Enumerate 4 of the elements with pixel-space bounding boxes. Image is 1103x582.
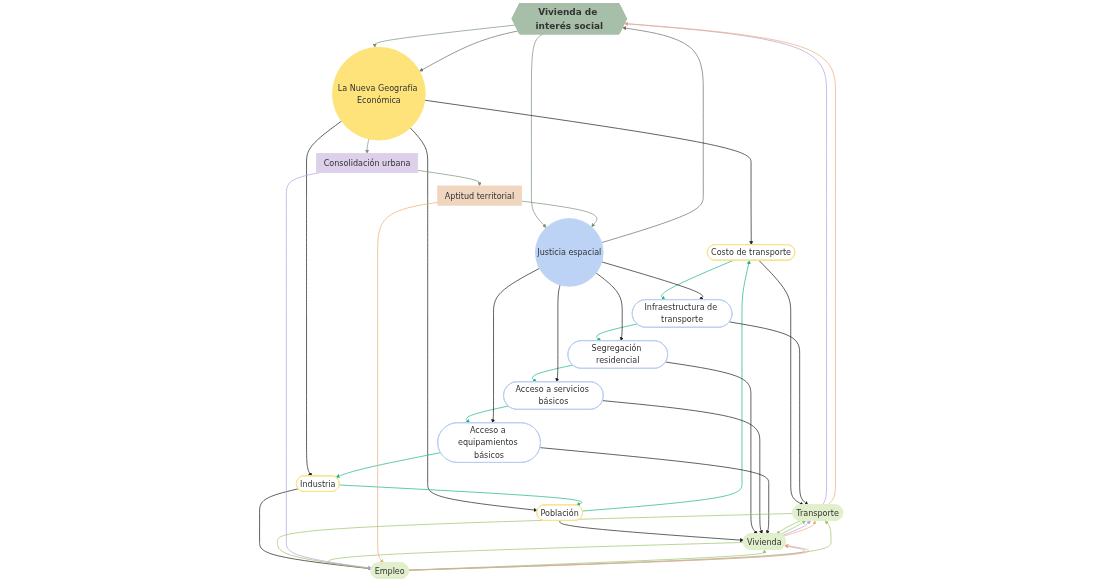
- node-box: Aptitud territorial: [437, 185, 523, 206]
- node-box: Consolidación urbana: [316, 153, 419, 174]
- node-circle: La Nueva Geografía Económica: [332, 46, 427, 141]
- node-circle: Justicia espacial: [535, 218, 604, 287]
